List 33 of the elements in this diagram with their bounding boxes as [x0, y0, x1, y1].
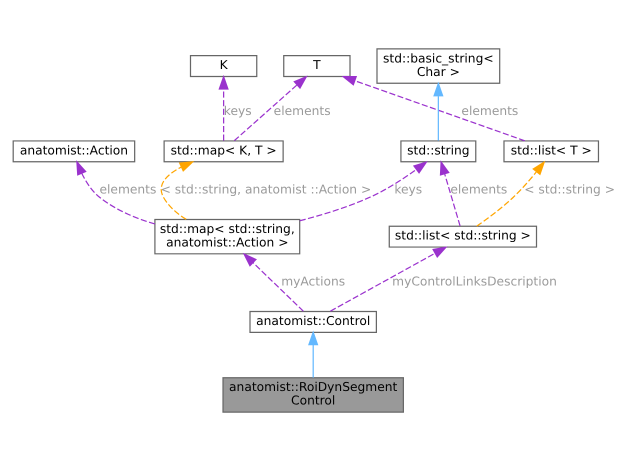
node-box: std::map< std::string, anatomist::Action >: [154, 218, 300, 254]
edge-label: elements: [274, 104, 331, 118]
edge-label: elements: [450, 182, 508, 196]
edge-label: keys: [394, 182, 422, 196]
arrow: [234, 74, 308, 141]
arrow: [160, 160, 194, 220]
edge-label: keys: [224, 104, 252, 118]
arrow: [308, 330, 318, 378]
edge-label: myControlLinksDescription: [392, 274, 557, 288]
arrow: [433, 81, 444, 140]
edge-label: < std::string >: [524, 182, 615, 196]
edge-label: myActions: [281, 274, 346, 288]
edge-label: < std::string, anatomist ::Action >: [160, 182, 372, 196]
node-box: K: [190, 54, 258, 77]
arrow: [242, 252, 304, 312]
node-box: std::map< K, T >: [164, 140, 284, 162]
node-box: std::basic_string< Char >: [376, 48, 500, 84]
edge-label: elements: [99, 182, 156, 196]
node-box: anatomist::Control: [249, 310, 377, 332]
arrow: [341, 76, 525, 141]
node-box: anatomist::Action: [12, 140, 136, 162]
node-box: std::string: [400, 140, 476, 162]
node-box: T: [283, 54, 351, 77]
node-box: std::list< T >: [503, 140, 600, 162]
node-box: std::list< std::string >: [388, 225, 538, 248]
node-box: anatomist::RoiDynSegment Control: [222, 376, 404, 412]
arrow: [300, 160, 428, 221]
arrow: [218, 74, 229, 140]
edge-label: elements: [461, 104, 518, 118]
arrow: [440, 160, 461, 226]
arrow: [76, 160, 156, 224]
arrow: [476, 160, 546, 226]
arrow: [330, 246, 448, 312]
